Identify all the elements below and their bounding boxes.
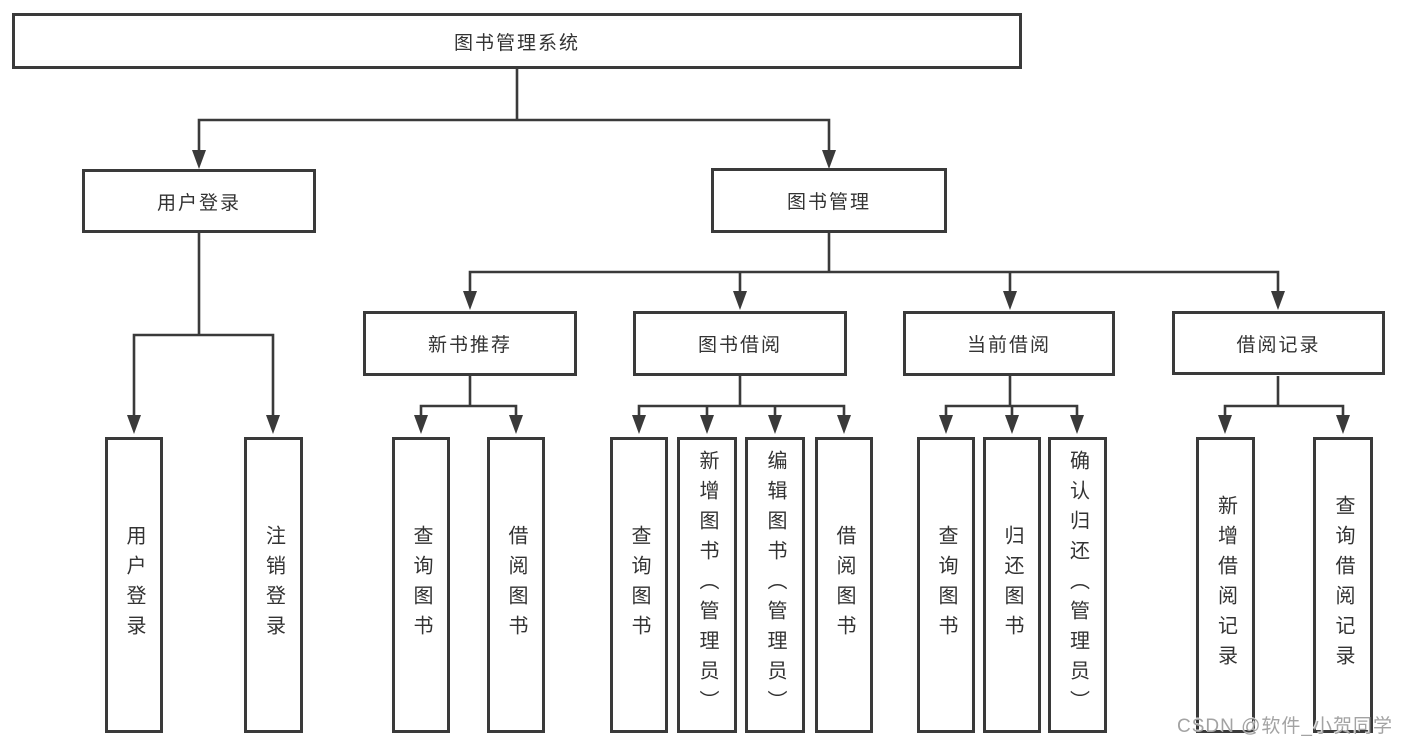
node-leaf-return-books-label: 归还图书 [1001,525,1023,645]
node-book-management-label: 图书管理 [786,192,871,213]
node-leaf-user-login: 用户登录 [105,437,163,733]
node-book-borrow-label: 图书借阅 [697,335,782,356]
node-new-book-recommend-label: 新书推荐 [427,335,512,356]
node-leaf-borrow-books-recommend: 借阅图书 [487,437,545,733]
node-leaf-query-books-current-label: 查询图书 [935,525,957,645]
node-user-login-label: 用户登录 [156,192,241,214]
node-leaf-query-borrow-record-label: 查询借阅记录 [1332,495,1354,675]
node-leaf-logout: 注销登录 [244,437,303,733]
node-leaf-query-books-recommend-label: 查询图书 [410,525,432,645]
node-leaf-query-books-recommend: 查询图书 [392,437,450,733]
node-system-title: 图书管理系统 [12,13,1022,69]
node-leaf-query-borrow-record: 查询借阅记录 [1313,437,1373,733]
node-leaf-query-books-borrow: 查询图书 [610,437,668,733]
node-leaf-add-books-admin-label: 新增图书（管理员） [696,450,718,720]
node-leaf-add-books-admin: 新增图书（管理员） [677,437,737,733]
node-leaf-confirm-return-admin-label: 确认归还（管理员） [1066,450,1089,720]
node-leaf-borrow-books-label: 借阅图书 [833,525,855,645]
node-leaf-edit-books-admin-label: 编辑图书（管理员） [764,450,786,720]
node-user-login: 用户登录 [82,169,316,233]
node-current-borrow-label: 当前借阅 [966,335,1051,356]
node-leaf-query-books-borrow-label: 查询图书 [628,525,650,645]
node-leaf-logout-label: 注销登录 [262,525,285,645]
node-new-book-recommend: 新书推荐 [363,311,577,376]
node-borrow-records-label: 借阅记录 [1236,334,1321,356]
node-leaf-add-borrow-record: 新增借阅记录 [1196,437,1255,733]
node-book-management: 图书管理 [711,168,947,233]
node-current-borrow: 当前借阅 [903,311,1115,376]
node-leaf-borrow-books-recommend-label: 借阅图书 [505,525,527,645]
watermark-text: CSDN @软件_小贺同学 [1177,716,1393,737]
node-leaf-user-login-label: 用户登录 [123,525,145,645]
node-leaf-add-borrow-record-label: 新增借阅记录 [1214,495,1237,675]
node-leaf-confirm-return-admin: 确认归还（管理员） [1048,437,1107,733]
node-leaf-borrow-books: 借阅图书 [815,437,873,733]
node-book-borrow: 图书借阅 [633,311,847,376]
node-leaf-edit-books-admin: 编辑图书（管理员） [745,437,805,733]
node-leaf-query-books-current: 查询图书 [917,437,975,733]
node-system-title-label: 图书管理系统 [453,32,580,54]
node-borrow-records: 借阅记录 [1172,311,1385,375]
node-leaf-return-books: 归还图书 [983,437,1041,733]
